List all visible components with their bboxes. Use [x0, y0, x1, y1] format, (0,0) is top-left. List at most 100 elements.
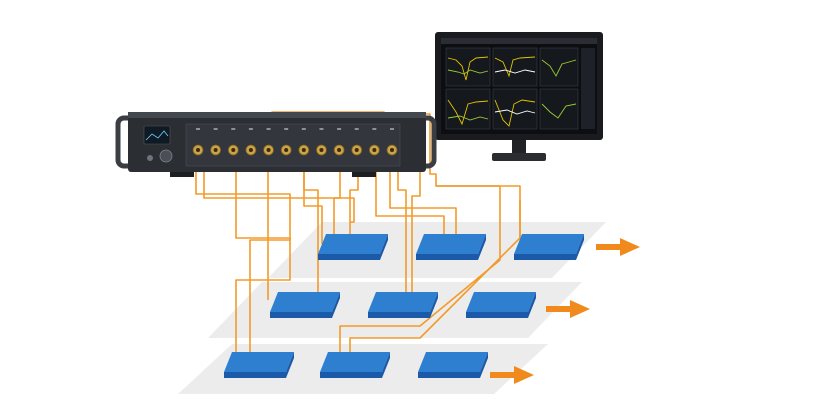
- cable: [235, 172, 291, 354]
- trace: [447, 115, 489, 121]
- port-indicator: [284, 128, 289, 130]
- trace: [447, 69, 489, 75]
- device-front: [318, 254, 380, 260]
- cable: [349, 200, 521, 354]
- device-top: [466, 292, 536, 312]
- device-under-test: [514, 234, 584, 260]
- rotary-knob: [159, 149, 173, 163]
- plot-panel: [539, 47, 579, 87]
- trace: [494, 109, 536, 115]
- port-connector-pin: [354, 148, 359, 152]
- device-under-test: [368, 292, 438, 318]
- cable: [303, 172, 319, 300]
- cable: [349, 172, 359, 244]
- device-top: [418, 352, 488, 372]
- port-connector-pin: [196, 148, 200, 152]
- trace: [447, 56, 489, 81]
- arrow-head: [514, 366, 534, 384]
- device-front: [270, 312, 332, 318]
- arrow-row-1: [596, 238, 640, 256]
- device-front: [416, 254, 478, 260]
- instrument-foot: [352, 172, 376, 177]
- device-side: [528, 292, 536, 318]
- trace: [494, 99, 536, 127]
- devices-under-test: [224, 234, 584, 378]
- device-front: [418, 372, 480, 378]
- port-connector-pin: [266, 148, 271, 152]
- arrow-row-2: [546, 300, 590, 318]
- plot-panel: [492, 88, 538, 130]
- device-side: [480, 352, 488, 378]
- cable: [339, 185, 501, 354]
- monitor-traces: [447, 56, 577, 127]
- device-top: [270, 292, 340, 312]
- monitor-neck: [512, 140, 526, 154]
- port-connector-pin: [213, 148, 218, 152]
- device-side: [380, 234, 388, 260]
- plot-panel: [445, 47, 491, 87]
- cable: [411, 172, 421, 300]
- port-indicator: [354, 128, 359, 130]
- device-side: [576, 234, 584, 260]
- cable: [397, 172, 407, 302]
- device-front: [320, 372, 382, 378]
- trace: [494, 69, 536, 74]
- device-top: [368, 292, 438, 312]
- port-indicator: [266, 128, 271, 130]
- port-indicator: [213, 128, 218, 130]
- port-connector-pin: [319, 148, 324, 152]
- cable: [195, 172, 291, 354]
- monitor-plot-panels: [445, 47, 579, 130]
- plot-panel: [445, 88, 491, 130]
- device-under-test: [318, 234, 388, 260]
- cable: [389, 172, 457, 244]
- port-connector-pin: [231, 148, 236, 152]
- device-under-test: [270, 292, 340, 318]
- device-front: [514, 254, 576, 260]
- device-front: [224, 372, 286, 378]
- port-connector-pin: [337, 148, 342, 152]
- display-trace: [145, 130, 169, 141]
- monitor-toolbar: [441, 38, 597, 44]
- device-top: [416, 234, 486, 254]
- port-connector-pin: [301, 148, 306, 152]
- arrow-shaft: [546, 306, 572, 312]
- cable: [375, 172, 445, 244]
- device-under-test: [466, 292, 536, 318]
- device-side: [478, 234, 486, 260]
- output-arrows: [490, 238, 640, 384]
- device-side: [430, 292, 438, 318]
- device-front: [368, 312, 430, 318]
- device-under-test: [418, 352, 488, 378]
- power-button: [147, 155, 153, 161]
- port-panel: [185, 123, 401, 167]
- port-indicator: [196, 128, 200, 130]
- network-analyzer: [115, 112, 437, 177]
- trace: [541, 103, 577, 119]
- device-top: [320, 352, 390, 372]
- plot-panel: [492, 47, 538, 87]
- device-side: [286, 352, 294, 378]
- monitor-base: [492, 153, 546, 161]
- arrow-head: [570, 300, 590, 318]
- arrow-shaft: [490, 372, 516, 378]
- instrument-top-edge: [128, 112, 426, 118]
- trace: [494, 56, 536, 78]
- port-indicator: [301, 128, 306, 130]
- device-under-test: [224, 352, 294, 378]
- cable: [203, 172, 355, 223]
- port-indicator: [372, 128, 377, 130]
- port-connector-pin: [248, 148, 253, 152]
- port-indicator: [231, 128, 236, 130]
- port-indicator: [319, 128, 324, 130]
- device-under-test: [320, 352, 390, 378]
- plot-panel: [539, 88, 579, 130]
- device-under-test: [416, 234, 486, 260]
- device-side: [382, 352, 390, 378]
- device-top: [514, 234, 584, 254]
- device-front: [466, 312, 528, 318]
- arrow-row-3: [490, 366, 534, 384]
- port-connector-pin: [372, 148, 377, 152]
- arrow-shaft: [596, 244, 622, 250]
